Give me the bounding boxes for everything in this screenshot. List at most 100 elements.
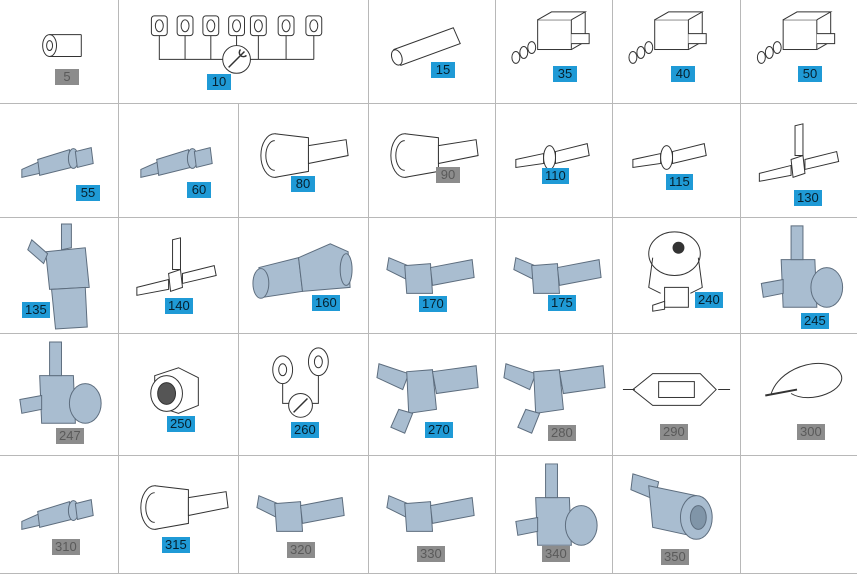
part-number-badge[interactable]: 135 [22,302,50,318]
part-cell-40[interactable]: 40 [613,0,741,103]
part-number-badge[interactable]: 15 [431,62,455,78]
part-cell-247: 247 [0,334,119,455]
quick-coupler-icon [260,133,349,178]
elbow-clip-icon [515,463,598,546]
straight-connector-icon [515,143,590,170]
y-connector-icon [252,243,353,299]
part-cell-90: 90 [369,104,496,217]
part-cell-245[interactable]: 245 [741,218,857,333]
parts-row: 310 315 320 330 340 350 [0,456,857,574]
part-number-badge[interactable]: 55 [76,185,100,201]
parts-row: 247 250 260 270 280 290 300 [0,334,857,456]
y-elbow-icon [503,363,606,434]
tee-body-icon [511,11,590,64]
tee-body-icon [628,11,707,64]
part-number-badge[interactable]: 10 [207,74,231,90]
part-cell-140[interactable]: 140 [119,218,239,333]
part-number-badge: 340 [542,546,570,562]
part-cell-350: 350 [613,456,741,573]
part-cell-175[interactable]: 175 [496,218,613,333]
part-cell-315[interactable]: 315 [119,456,239,573]
valve-icon [648,231,703,312]
part-number-badge[interactable]: 60 [187,182,211,198]
part-cell-5: 5 [0,0,119,103]
part-number-badge[interactable]: 115 [666,174,693,190]
parts-row: 55 60 80 90 110 115 130 [0,104,857,218]
part-number-badge[interactable]: 245 [801,313,829,329]
part-number-badge: 247 [56,428,84,444]
part-cell-130[interactable]: 130 [741,104,857,217]
part-cell-170[interactable]: 170 [369,218,496,333]
part-cell-300: 300 [741,334,857,455]
bracket-icon [622,373,731,406]
elbow-clip-icon [760,225,844,308]
hose-barb-icon [21,146,94,178]
elbow-clip-icon [19,341,102,424]
part-number-badge[interactable]: 175 [548,295,576,311]
part-cell-340: 340 [496,456,613,573]
part-number-badge[interactable]: 110 [542,168,569,184]
part-number-badge[interactable]: 50 [798,66,822,82]
part-cell-310: 310 [0,456,119,573]
part-number-badge[interactable]: 40 [671,66,695,82]
part-cell-240[interactable]: 240 [613,218,741,333]
parts-row: 5 10 15 35 40 50 [0,0,857,104]
nut-set-wrench-icon [150,15,323,74]
part-number-badge[interactable]: 270 [425,422,453,438]
part-cell-60[interactable]: 60 [119,104,239,217]
part-cell-15[interactable]: 15 [369,0,496,103]
part-cell-260[interactable]: 260 [239,334,369,455]
y-elbow-icon [376,363,479,434]
part-number-badge: 330 [417,546,445,562]
part-number-badge[interactable]: 315 [162,537,190,553]
part-number-badge[interactable]: 250 [167,416,195,432]
tee-body-icon [756,11,836,64]
part-cell-35[interactable]: 35 [496,0,613,103]
elbow-connector-icon [386,494,475,532]
tee-block-icon [27,223,90,330]
empty-cell [741,456,857,573]
tube-sleeve-icon [42,34,82,57]
part-cell-115[interactable]: 115 [613,104,741,217]
quick-coupler-icon [140,485,229,530]
part-cell-50[interactable]: 50 [741,0,857,103]
part-cell-270[interactable]: 270 [369,334,496,455]
part-cell-290: 290 [613,334,741,455]
part-cell-250[interactable]: 250 [119,334,239,455]
elbow-connector-icon [256,494,345,532]
part-number-badge[interactable]: 35 [553,66,577,82]
quick-coupler-icon [390,133,479,178]
hose-barb-icon [140,146,213,178]
part-number-badge[interactable]: 170 [419,296,447,312]
part-number-badge: 300 [797,424,825,440]
part-number-badge: 280 [548,425,576,441]
part-number-badge[interactable]: 240 [695,292,723,308]
part-number-badge[interactable]: 260 [291,422,319,438]
tee-connector-icon [136,237,217,296]
tee-connector-icon [758,123,840,182]
part-number-badge: 90 [436,167,460,183]
part-cell-10[interactable]: 10 [119,0,369,103]
hose-barb-icon [21,499,94,530]
part-number-badge: 5 [55,69,79,85]
part-number-badge[interactable]: 140 [165,298,193,314]
rubber-hose-icon [390,27,461,66]
elbow-connector-icon [386,256,475,294]
part-number-badge: 350 [661,549,689,565]
threaded-nut-icon [150,367,199,414]
part-cell-160[interactable]: 160 [239,218,369,333]
part-cell-110[interactable]: 110 [496,104,613,217]
part-number-badge[interactable]: 130 [794,190,822,206]
cable-tie-icon [765,362,843,399]
part-number-badge[interactable]: 160 [312,295,340,311]
part-cell-320: 320 [239,456,369,573]
washer-wrench-icon [272,347,329,418]
part-cell-80[interactable]: 80 [239,104,369,217]
part-cell-135[interactable]: 135 [0,218,119,333]
part-number-badge: 290 [660,424,688,440]
part-number-badge[interactable]: 80 [291,176,315,192]
part-cell-55[interactable]: 55 [0,104,119,217]
part-cell-330: 330 [369,456,496,573]
straight-connector-icon [632,143,707,170]
